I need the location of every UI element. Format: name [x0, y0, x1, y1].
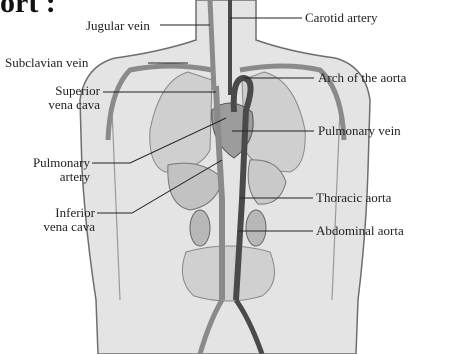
- label-inferior-vena-cava-line2: vena cava: [2, 220, 95, 234]
- label-superior-vena-cava-line1: Superior: [2, 84, 100, 98]
- label-pulmonary-artery-line2: artery: [2, 170, 90, 184]
- label-subclavian-vein: Subclavian vein: [5, 56, 88, 70]
- label-jugular-vein: Jugular vein: [86, 19, 150, 33]
- label-pulmonary-artery-line1: Pulmonary: [2, 156, 90, 170]
- label-inferior-vena-cava-line1: Inferior: [2, 206, 95, 220]
- label-pulmonary-vein: Pulmonary vein: [318, 124, 401, 138]
- label-superior-vena-cava-line2: vena cava: [2, 98, 100, 112]
- left-kidney: [190, 210, 210, 246]
- right-kidney: [246, 210, 266, 246]
- label-pulmonary-artery: Pulmonary artery: [2, 156, 90, 184]
- label-abdominal-aorta: Abdominal aorta: [316, 224, 404, 238]
- label-inferior-vena-cava: Inferior vena cava: [2, 206, 95, 234]
- label-thoracic-aorta: Thoracic aorta: [316, 191, 391, 205]
- label-carotid-artery: Carotid artery: [305, 11, 378, 25]
- label-superior-vena-cava: Superior vena cava: [2, 84, 100, 112]
- label-arch-of-aorta: Arch of the aorta: [318, 71, 406, 85]
- intestines: [182, 246, 274, 301]
